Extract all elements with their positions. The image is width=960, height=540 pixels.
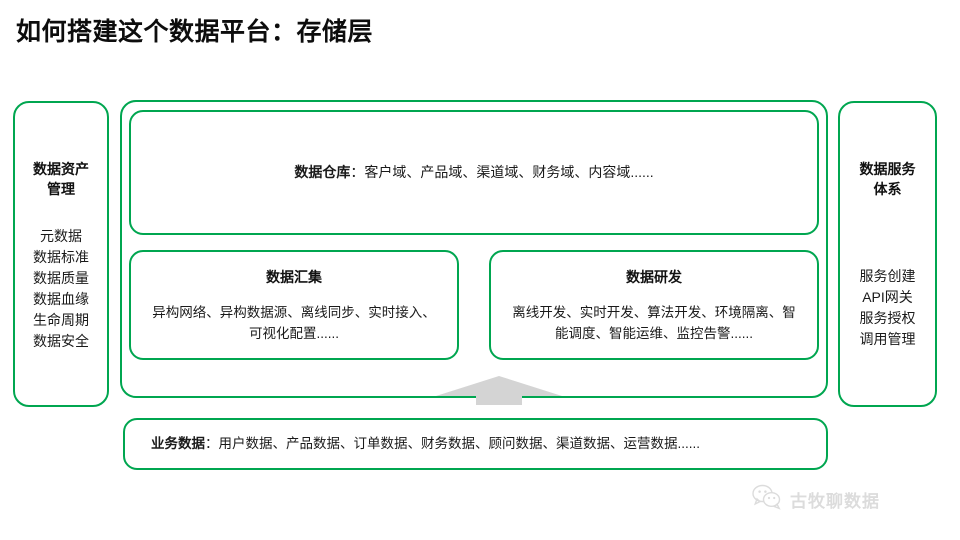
data-warehouse-label: 数据仓库	[294, 164, 351, 181]
right-pillar-item: 服务授权	[859, 309, 916, 326]
data-warehouse-box: 数据仓库：客户域、产品域、渠道域、财务域、内容域......	[129, 110, 819, 235]
business-data-content: 用户数据、产品数据、订单数据、财务数据、顾问数据、渠道数据、运营数据......	[218, 436, 701, 452]
page-title: 如何搭建这个数据平台：存储层	[16, 18, 374, 46]
data-collection-content: 异构网络、异构数据源、离线同步、实时接入、可视化配置......	[152, 305, 436, 341]
data-warehouse-content: 客户域、产品域、渠道域、财务域、内容域......	[364, 164, 654, 181]
left-pillar-item: 数据质量	[33, 269, 89, 286]
business-data-box: 业务数据：用户数据、产品数据、订单数据、财务数据、顾问数据、渠道数据、运营数据.…	[123, 418, 828, 470]
right-pillar-title: 数据服务 体系	[860, 159, 916, 200]
left-pillar-item: 数据安全	[33, 332, 89, 349]
data-collection-title: 数据汇集	[266, 269, 322, 285]
up-arrow-icon	[434, 374, 564, 406]
wechat-icon	[752, 484, 782, 515]
data-warehouse-text: 数据仓库：客户域、产品域、渠道域、财务域、内容域......	[280, 161, 667, 183]
right-pillar-item: API网关	[862, 288, 913, 305]
left-pillar-item-list: 元数据 数据标准 数据质量 数据血缘 生命周期 数据安全	[33, 226, 89, 352]
right-pillar-title-line-2: 体系	[873, 181, 902, 198]
right-pillar-item: 调用管理	[859, 330, 916, 347]
business-data-label: 业务数据	[151, 436, 205, 452]
left-pillar-item: 元数据	[40, 227, 82, 244]
watermark: 古牧聊数据	[752, 484, 880, 515]
right-pillar-title-line-1: 数据服务	[859, 161, 916, 177]
left-pillar-title-line-1: 数据资产	[33, 161, 89, 177]
left-pillar-data-asset-management: 数据资产 管理 元数据 数据标准 数据质量 数据血缘 生命周期 数据安全	[13, 101, 109, 407]
business-data-separator: ：	[205, 436, 219, 452]
right-pillar-item-list: 服务创建 API网关 服务授权 调用管理	[860, 266, 916, 350]
data-warehouse-separator: ：	[350, 164, 365, 181]
data-development-title: 数据研发	[626, 269, 682, 285]
left-pillar-item: 生命周期	[33, 311, 89, 328]
right-pillar-item: 服务创建	[859, 267, 916, 284]
data-development-box: 数据研发 离线开发、实时开发、算法开发、环境隔离、智能调度、智能运维、监控告警.…	[489, 250, 819, 360]
right-pillar-data-service-system: 数据服务 体系 服务创建 API网关 服务授权 调用管理	[838, 101, 937, 407]
data-development-content: 离线开发、实时开发、算法开发、环境隔离、智能调度、智能运维、监控告警......	[512, 305, 796, 341]
left-pillar-title-line-2: 管理	[47, 181, 75, 198]
business-data-text: 业务数据：用户数据、产品数据、订单数据、财务数据、顾问数据、渠道数据、运营数据.…	[125, 433, 714, 455]
left-pillar-title: 数据资产 管理	[33, 159, 89, 200]
left-pillar-item: 数据标准	[33, 248, 89, 265]
data-collection-box: 数据汇集 异构网络、异构数据源、离线同步、实时接入、可视化配置......	[129, 250, 459, 360]
watermark-text: 古牧聊数据	[790, 492, 880, 511]
left-pillar-item: 数据血缘	[33, 290, 89, 307]
